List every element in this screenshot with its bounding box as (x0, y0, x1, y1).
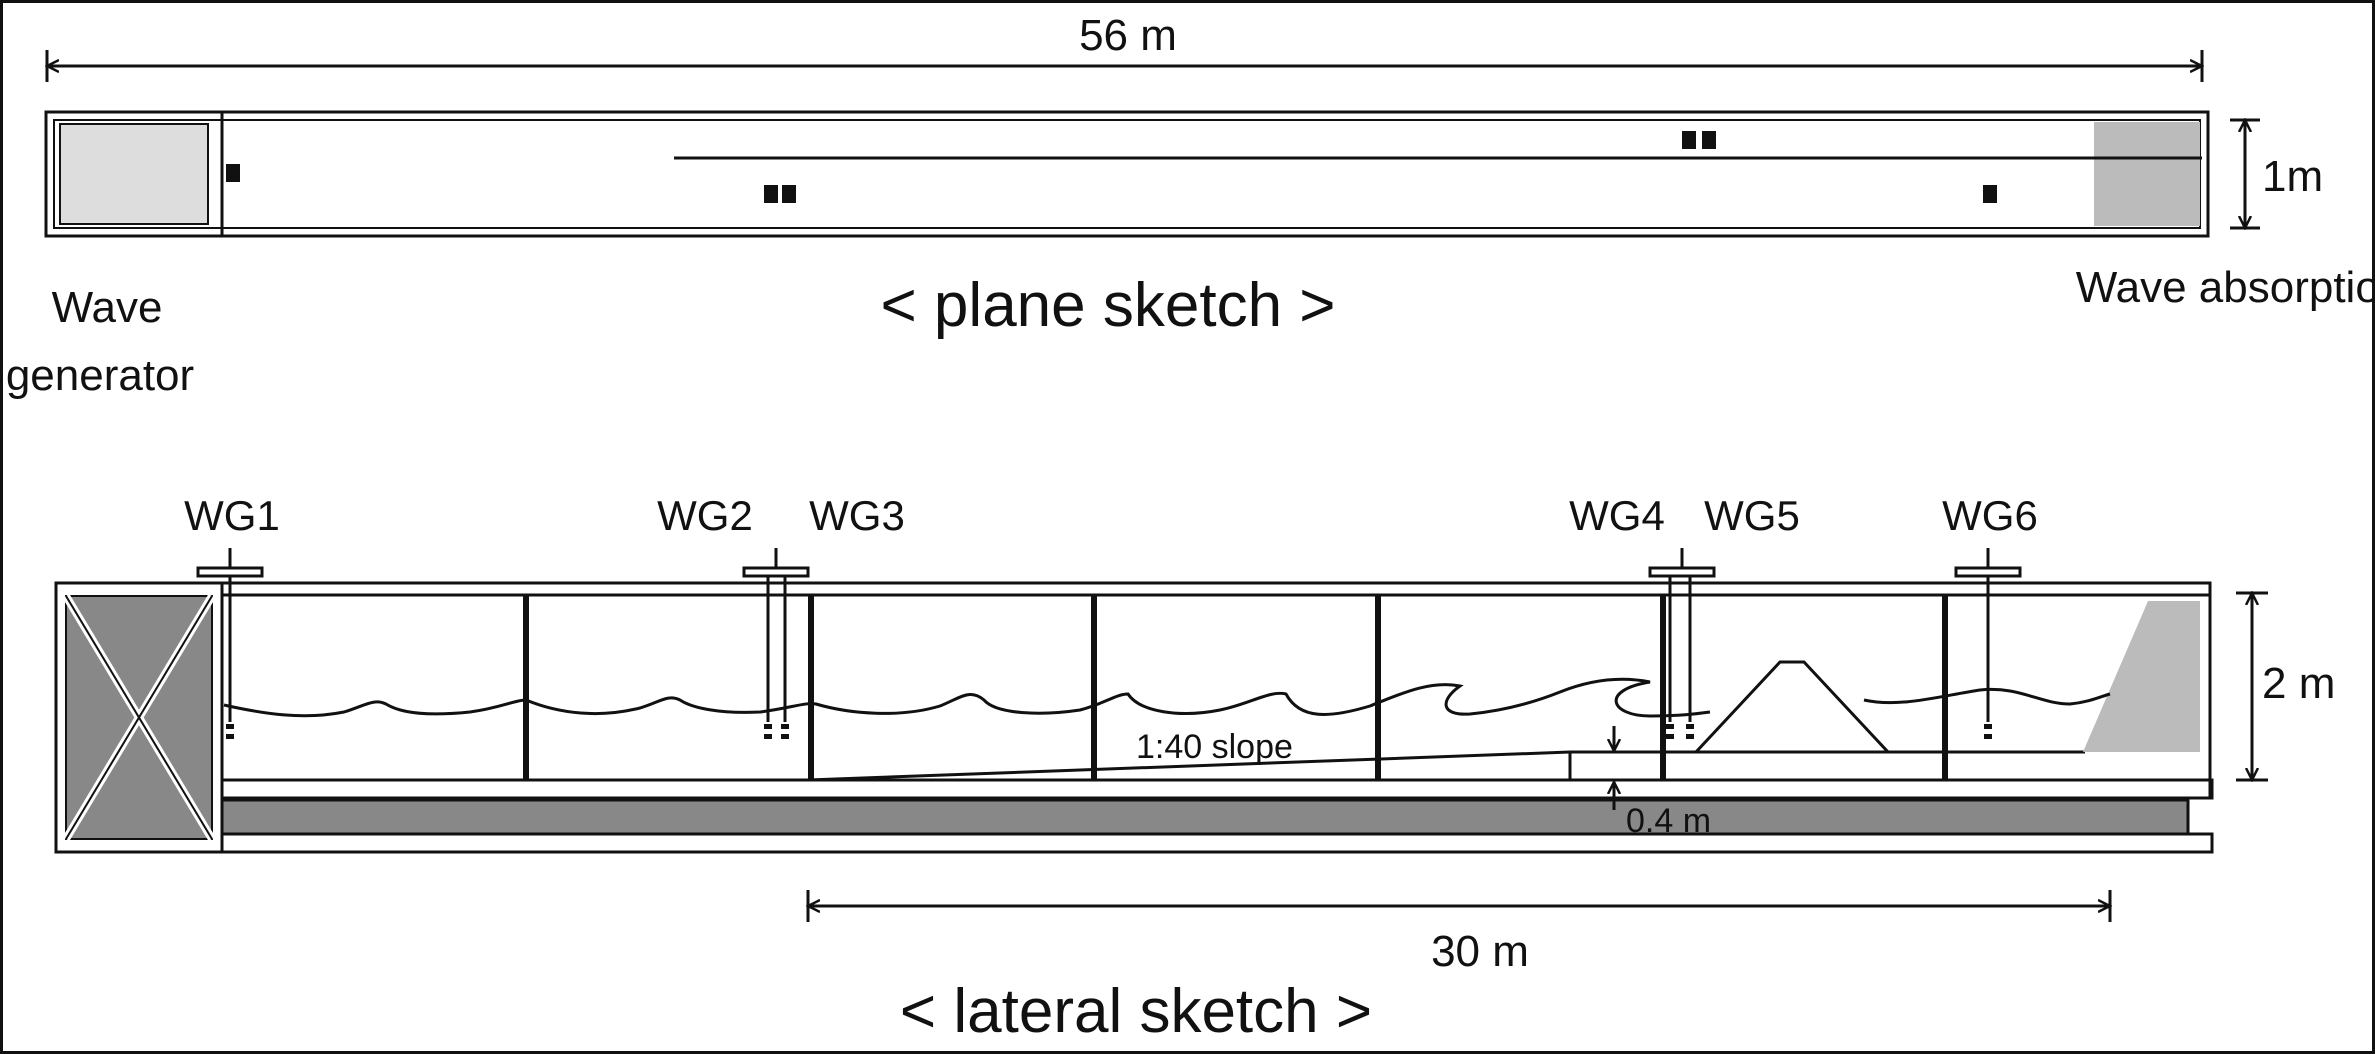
step-label: 0.4 m (1626, 802, 1711, 840)
gauge-sensor-tip (1984, 724, 1992, 729)
gauge-sensor-tip (226, 734, 234, 739)
gauge-sensor-tip (1984, 734, 1992, 739)
gauge-label-1: WG1 (184, 492, 280, 539)
gauge-mount-bar (1954, 566, 2022, 578)
gauge-sensor-tip (1666, 734, 1674, 739)
plane-tank-outline (44, 110, 2210, 238)
gauge-label-6: WG6 (1942, 492, 2038, 539)
gauge-sensor-tip (781, 734, 789, 739)
plane-gauge-wg4 (1682, 131, 1696, 149)
lateral-floor-plate (220, 778, 2214, 800)
gauge-sensor-tip (1666, 724, 1674, 729)
gauge-sensor-tip (764, 734, 772, 739)
lateral-ground-plate (54, 832, 2214, 854)
gauge-sensor-tip (1686, 734, 1694, 739)
plane-absorber (2094, 122, 2200, 226)
gauge-sensor-tip (226, 724, 234, 729)
lateral-absorber (2083, 601, 2200, 752)
plane-generator-frame (44, 110, 224, 238)
plane-gauge-wg1 (226, 164, 240, 182)
wave-gauges: WG1 WG2 WG3 WG4 WG5 WG6 (184, 492, 2038, 739)
gauge-label-3: WG3 (809, 492, 905, 539)
gauge-sensor-tip (781, 724, 789, 729)
plane-length-label: 56 m (1079, 11, 1177, 60)
lateral-height-label: 2 m (2262, 659, 2335, 708)
plane-width-label: 1m (2262, 152, 2323, 201)
lateral-frame-posts (523, 595, 1948, 780)
gauge-label-2: WG2 (657, 492, 753, 539)
lateral-distance-label: 30 m (1431, 927, 1529, 976)
plane-gauge-wg3 (782, 185, 796, 203)
gauge-mount-bar (1648, 566, 1716, 578)
lateral-sketch-title: < lateral sketch > (900, 977, 1372, 1046)
plane-gauge-wg6 (1983, 185, 1997, 203)
gauge-mount-bar (742, 566, 810, 578)
slope-label: 1:40 slope (1136, 728, 1293, 766)
generator-label-line1: Wave (52, 283, 163, 332)
lateral-top-rail (54, 581, 2212, 597)
gauge-label-4: WG4 (1569, 492, 1665, 539)
lateral-sketch: 1:40 slope 0.4 m 2 m 30 m < lateral sket… (54, 492, 2335, 1046)
plane-gauge-wg2 (764, 185, 778, 203)
plane-gauge-wg5 (1702, 131, 1716, 149)
lateral-floor-base (220, 798, 2190, 836)
gauge-mount-bar (196, 566, 264, 578)
water-surface (223, 677, 2111, 718)
lateral-slope-line (807, 750, 1571, 782)
generator-label-line2: generator (6, 351, 194, 400)
breakwater (1692, 660, 1892, 754)
gauge-sensor-tip (764, 724, 772, 729)
gauge-sensor-tip (1686, 724, 1694, 729)
plane-sketch: 56 m 1m Wave generator Wave absorption <… (6, 11, 2375, 400)
absorption-label: Wave absorption (2076, 263, 2375, 312)
gauge-label-5: WG5 (1704, 492, 1800, 539)
plane-sketch-title: < plane sketch > (881, 271, 1336, 340)
plane-generator-box (59, 123, 209, 225)
lateral-generator-cross-b (65, 595, 213, 840)
